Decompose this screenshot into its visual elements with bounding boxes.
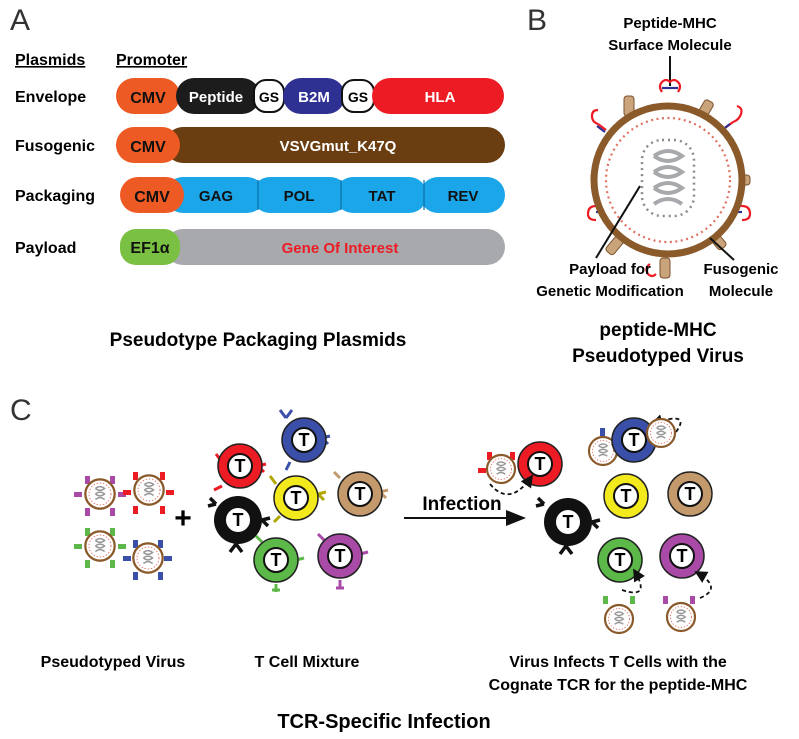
tcell-yellow-label: T (291, 488, 302, 508)
panel-c: C (10, 394, 748, 733)
label-result-line1: Virus Infects T Cells with the (509, 654, 727, 671)
tcell-black: T (207, 496, 271, 554)
promoter-cmv-packaging (120, 177, 184, 213)
label-payload-line2: Genetic Modification (536, 283, 684, 300)
segment-rev-label: REV (448, 188, 479, 205)
tcell-yellow-right: T (603, 473, 649, 519)
tcell-purple-right-label: T (677, 546, 688, 566)
label-tcell-mixture: T Cell Mixture (255, 654, 360, 671)
promoter-ef1a-label: EF1α (130, 240, 169, 257)
virus-attached-red (478, 452, 517, 485)
tcell-black-label: T (233, 510, 244, 530)
segment-gag-label: GAG (199, 188, 233, 205)
virus-attached-blue (587, 428, 619, 467)
segment-gene-of-interest (165, 229, 505, 265)
promoter-cmv-fusogenic-label: CMV (130, 139, 166, 156)
segment-rev (420, 177, 505, 213)
promoter-ef1a (120, 229, 180, 265)
tcell-green-right: T (597, 537, 645, 635)
tcell-yellow: T (268, 475, 327, 524)
segment-b2m (283, 78, 345, 114)
promoter-cmv-envelope (116, 78, 180, 114)
segment-peptide-label: Peptide (189, 89, 243, 106)
header-plasmids: Plasmids (15, 52, 85, 69)
tcell-blue-right: T (611, 414, 682, 463)
label-pseudotyped-virus: Pseudotyped Virus (41, 654, 186, 671)
segment-gene-of-interest-label: Gene Of Interest (282, 240, 399, 257)
tcell-tan-label: T (355, 484, 366, 504)
segment-gs-2-label: GS (348, 89, 368, 105)
tcell-purple-right: T (659, 533, 712, 633)
row-label-envelope: Envelope (15, 89, 86, 106)
tcell-blue-right-label: T (629, 430, 640, 450)
virus-particle (586, 78, 752, 279)
panel-letter-b: B (527, 4, 547, 37)
caption-a: Pseudotype Packaging Plasmids (110, 330, 407, 351)
segment-pol (252, 177, 348, 213)
panel-letter-c: C (10, 394, 32, 427)
tcell-mixture-right: T T T T (478, 414, 713, 635)
tcell-purple: T (316, 532, 369, 590)
segment-gag (165, 177, 265, 213)
virus-purple (74, 476, 126, 516)
tcell-black-right: T (535, 496, 601, 556)
tcell-mixture-left: T T T T (207, 409, 389, 592)
tcell-green: T (253, 534, 305, 592)
segment-tat (335, 177, 427, 213)
promoter-cmv-fusogenic (116, 127, 180, 163)
tcell-green-right-label: T (615, 550, 626, 570)
segment-pol-label: POL (284, 188, 315, 205)
segment-vsvg (165, 127, 505, 163)
row-label-payload: Payload (15, 240, 76, 257)
label-fusogenic-line1: Fusogenic (703, 261, 778, 278)
label-payload-line1: Payload for (569, 261, 651, 278)
caption-b-line2: Pseudotyped Virus (572, 346, 744, 367)
tcell-purple-label: T (335, 546, 346, 566)
tcell-red-right-label: T (535, 454, 546, 474)
tcell-blue: T (278, 409, 331, 471)
segment-b2m-label: B2M (298, 89, 330, 106)
tcell-tan: T (332, 470, 389, 517)
virus-green (74, 528, 126, 568)
caption-c: TCR-Specific Infection (277, 711, 490, 733)
virus-blue (123, 540, 172, 580)
tcell-red-label: T (235, 456, 246, 476)
virus-red (123, 472, 174, 514)
segment-peptide (176, 78, 260, 114)
promoter-cmv-packaging-label: CMV (134, 189, 170, 206)
segment-hla (372, 78, 504, 114)
row-label-packaging: Packaging (15, 188, 95, 205)
tcell-red: T (213, 443, 267, 492)
pseudotyped-virus-group (74, 472, 174, 580)
label-pmhc-line1: Peptide-MHC (623, 15, 717, 32)
panel-b: B Peptide-MHC Surface Molecule (527, 4, 779, 367)
tcell-tan-right-label: T (685, 484, 696, 504)
label-pmhc-line2: Surface Molecule (608, 37, 731, 54)
tcell-green-label: T (271, 550, 282, 570)
label-fusogenic-line2: Molecule (709, 283, 773, 300)
segment-hla-label: HLA (425, 89, 456, 106)
plus-sign: + (174, 502, 192, 535)
promoter-cmv-envelope-label: CMV (130, 90, 166, 107)
segment-gs-1-label: GS (259, 89, 279, 105)
panel-letter-a: A (10, 4, 30, 37)
infection-label: Infection (422, 494, 501, 515)
payload-rna (652, 149, 686, 206)
segment-tat-label: TAT (369, 188, 396, 205)
tcell-blue-label: T (299, 430, 310, 450)
segment-vsvg-label: VSVGmut_K47Q (280, 138, 397, 155)
caption-b-line1: peptide-MHC (599, 320, 716, 341)
panel-a: A Plasmids Promoter Envelope CMV Peptide… (10, 4, 505, 351)
tcell-yellow-right-label: T (621, 486, 632, 506)
label-result-line2: Cognate TCR for the peptide-MHC (489, 677, 748, 694)
row-label-fusogenic: Fusogenic (15, 138, 95, 155)
tcell-black-right-label: T (563, 512, 574, 532)
tcell-red-right: T (489, 441, 563, 496)
tcell-tan-right: T (667, 471, 713, 517)
header-promoter: Promoter (116, 52, 187, 69)
